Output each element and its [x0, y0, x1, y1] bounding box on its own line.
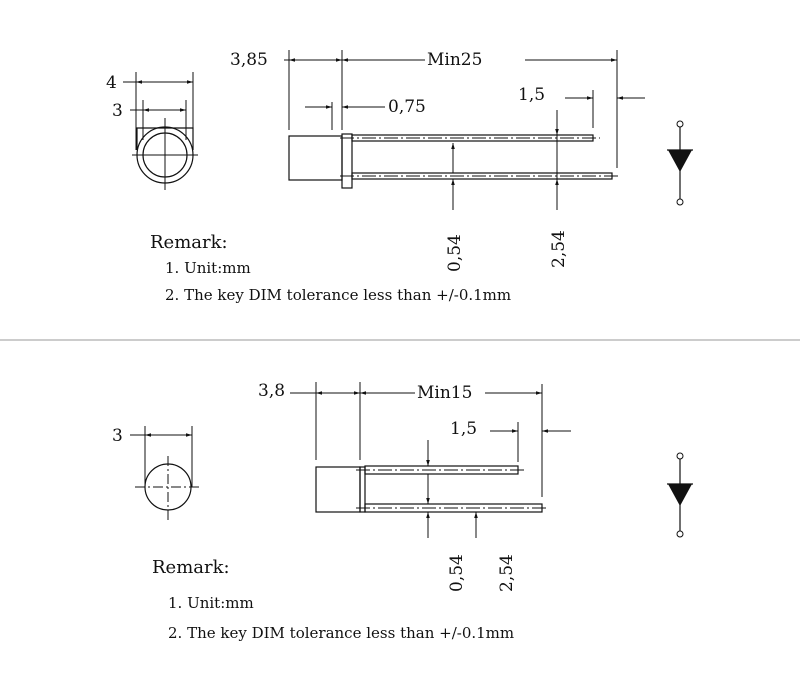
pitch-label: 2,54 — [549, 230, 569, 268]
remark-item: 2. The key DIM tolerance less than +/-0.… — [168, 624, 514, 642]
lead-length-label: Min25 — [427, 50, 482, 70]
lead-length-label: Min15 — [417, 383, 472, 403]
body-length-label: 3,85 — [230, 50, 268, 70]
bottom-remark: Remark: 1. Unit:mm 2. The key DIM tolera… — [152, 557, 514, 642]
remark-item: 1. Unit:mm — [168, 594, 254, 612]
remark-title: Remark: — [152, 557, 230, 578]
lead-step-label: 1,5 — [450, 419, 477, 439]
top-led-front-view: 4 3 — [106, 72, 198, 190]
top-led-side-view: 3,85 Min25 0,75 1,5 0,54 2,54 — [230, 50, 645, 272]
remark-item: 2. The key DIM tolerance less than +/-0.… — [165, 286, 511, 304]
remark-title: Remark: — [150, 232, 228, 253]
inner-diameter-label: 3 — [112, 101, 123, 121]
top-diode-symbol-icon — [667, 120, 693, 206]
diameter-label: 3 — [112, 426, 123, 446]
lead-width-label: 0,54 — [447, 554, 467, 592]
flange-label: 0,75 — [388, 97, 426, 117]
body-length-label: 3,8 — [258, 381, 285, 401]
bottom-diode-symbol-icon — [667, 452, 693, 538]
bottom-led-front-view: 3 — [112, 426, 201, 522]
outer-diameter-label: 4 — [106, 73, 117, 93]
top-remark: Remark: 1. Unit:mm 2. The key DIM tolera… — [150, 232, 511, 304]
pitch-label: 2,54 — [497, 554, 517, 592]
lead-width-label: 0,54 — [445, 234, 465, 272]
bottom-led-side-view: 3,8 Min15 1,5 0,54 2,54 — [258, 381, 571, 592]
remark-item: 1. Unit:mm — [165, 259, 251, 277]
lead-step-label: 1,5 — [518, 85, 545, 105]
